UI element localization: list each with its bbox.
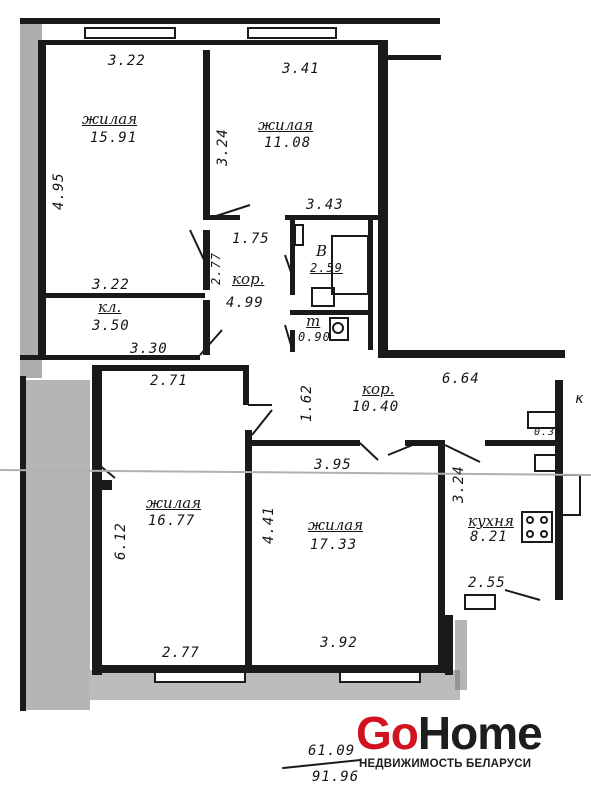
room-living3-name: жилая <box>146 494 202 512</box>
dim-width-395: 3.95 <box>314 457 352 473</box>
total-living-area: 61.09 <box>308 743 356 759</box>
dim-bottom-322: 3.22 <box>92 277 130 293</box>
cut-off-label: к <box>575 391 585 407</box>
room-bath-area: 2.59 <box>310 261 343 275</box>
dim-height-441: 4.41 <box>261 506 277 544</box>
bathroom-fixtures <box>294 224 369 341</box>
room-living2-name: жилая <box>258 116 314 134</box>
room-pantry-area: 3.50 <box>92 318 130 334</box>
kitchen-fixtures <box>464 411 581 610</box>
dim-door-175: 1.75 <box>232 231 270 247</box>
interior-walls <box>45 50 560 665</box>
room-corridor2-name: кор. <box>362 380 395 398</box>
dim-width-392: 3.92 <box>320 635 358 651</box>
dim-wall-343: 3.43 <box>306 197 344 213</box>
room-corridor1-name: кор. <box>232 270 265 288</box>
dim-small-034: 0.34 <box>534 427 563 438</box>
dim-width-255: 2.55 <box>468 575 506 591</box>
room-living3-area: 16.77 <box>148 513 196 529</box>
room-bath-name: В <box>316 242 328 260</box>
dim-top-left-width: 3.22 <box>108 53 146 69</box>
dim-wall-330: 3.30 <box>130 341 168 357</box>
room-living1-name: жилая <box>82 110 138 128</box>
room-living1-area: 15.91 <box>90 130 138 146</box>
door-swings <box>92 204 541 601</box>
room-living4-name: жилая <box>308 516 364 534</box>
dim-width-277: 2.77 <box>162 645 200 661</box>
dim-height-612: 6.12 <box>113 522 129 560</box>
dim-height-324b: 3.24 <box>451 465 467 503</box>
room-living2-area: 11.08 <box>264 135 312 151</box>
room-toilet-name: т <box>306 312 321 330</box>
dim-height-277: 2.77 <box>209 252 223 285</box>
dim-top-mid-width: 3.41 <box>282 61 320 77</box>
gohome-logo: GoHome НЕДВИЖИМОСТЬ БЕЛАРУСИ <box>356 707 543 770</box>
room-corridor2-area: 10.40 <box>352 399 400 415</box>
dim-mid-room-height: 3.24 <box>215 128 231 166</box>
area-totals: 61.09 91.96 <box>282 744 362 794</box>
room-kitchen-area: 8.21 <box>470 529 508 545</box>
room-corridor1-area: 4.99 <box>226 295 264 311</box>
room-pantry-name: кл. <box>98 298 122 316</box>
room-kitchen-name: кухня <box>468 512 514 530</box>
logo-tagline: НЕДВИЖИМОСТЬ БЕЛАРУСИ <box>359 758 532 770</box>
dim-width-664: 6.64 <box>442 371 480 387</box>
windows <box>84 27 421 683</box>
exterior-wall-hatching <box>20 18 467 710</box>
dim-height-162: 1.62 <box>299 384 315 422</box>
room-living4-area: 17.33 <box>310 537 358 553</box>
totals-divider <box>282 758 362 770</box>
dim-left-room-height: 4.95 <box>51 172 67 210</box>
room-toilet-area: 0.90 <box>298 330 331 344</box>
total-area: 91.96 <box>312 769 360 785</box>
scan-crease <box>0 469 591 476</box>
dim-width-271: 2.71 <box>150 373 188 389</box>
